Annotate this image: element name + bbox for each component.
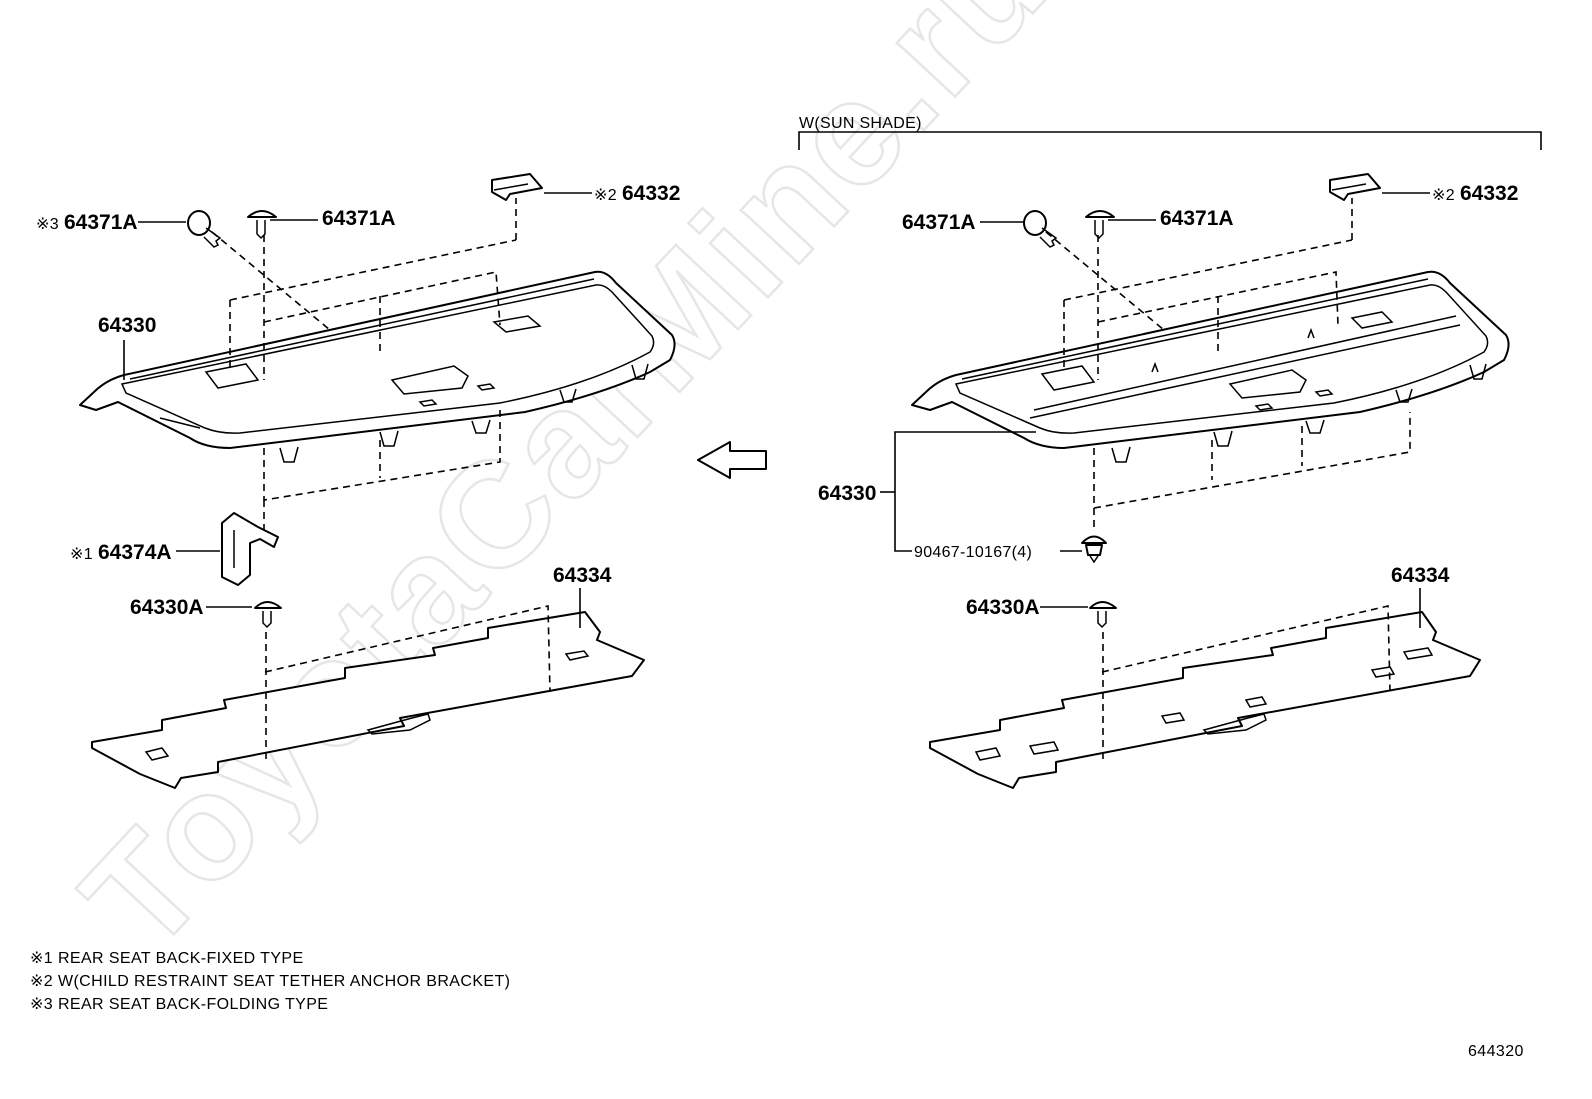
right-label-64371A-clip: 64371A — [1160, 207, 1234, 230]
left-mark-64374A: ※1 — [70, 546, 93, 563]
left-hinge-bracket-64374A — [221, 512, 279, 586]
right-label-90467-10167: 90467-10167(4) — [914, 544, 1032, 561]
left-label-64374A: 64374A — [98, 541, 172, 564]
footnotes: ※1 REAR SEAT BACK-FIXED TYPE ※2 W(CHILD … — [30, 950, 510, 1013]
right-screw-64371A — [1023, 210, 1058, 248]
right-label-64330A: 64330A — [966, 596, 1040, 619]
watermark: ToyotaCarMine.ru — [49, 0, 1080, 983]
right-mark-64332: ※2 — [1432, 187, 1455, 204]
left-label-64332: 64332 — [622, 182, 680, 205]
right-label-64334: 64334 — [1391, 564, 1450, 587]
right-label-64371A-screw: 64371A — [902, 211, 976, 234]
left-clip-64330A — [254, 601, 282, 629]
left-label-64330: 64330 — [98, 314, 156, 337]
watermark-text: ToyotaCarMine.ru — [51, 0, 1080, 982]
left-clip-64371A — [247, 210, 277, 240]
right-label-64332: 64332 — [1460, 182, 1518, 205]
left-label-64334: 64334 — [553, 564, 612, 587]
left-label-64371A-clip: 64371A — [322, 207, 396, 230]
footnote-1: ※1 REAR SEAT BACK-FIXED TYPE — [30, 950, 304, 967]
left-label-64330A: 64330A — [130, 596, 204, 619]
left-mark-64332: ※2 — [594, 187, 617, 204]
right-tether-bracket-64332 — [1329, 173, 1381, 201]
right-package-tray-panel — [911, 270, 1510, 463]
footnote-2: ※2 W(CHILD RESTRAINT SEAT TETHER ANCHOR … — [30, 973, 510, 990]
variant-bracket — [798, 131, 1542, 150]
figure-number: 644320 — [1468, 1043, 1524, 1060]
right-clip-64330A — [1089, 601, 1117, 629]
right-assembly: W(SUN SHADE) — [798, 115, 1542, 789]
left-assembly: ※3 64371A 64371A ※2 64332 64330 ※1 64374… — [36, 173, 680, 789]
right-cover-mat-64334 — [929, 604, 1481, 789]
left-screw-64371A — [187, 210, 222, 248]
right-clip-64371A — [1085, 210, 1115, 240]
left-label-64371A-screw: 64371A — [64, 211, 138, 234]
footnote-3: ※3 REAR SEAT BACK-FOLDING TYPE — [30, 996, 328, 1013]
left-cover-mat-64334 — [91, 604, 645, 789]
variant-header: W(SUN SHADE) — [799, 115, 922, 132]
right-label-64330: 64330 — [818, 482, 876, 505]
right-clip-90467-10167 — [1081, 535, 1107, 564]
left-package-tray-panel — [79, 270, 676, 463]
left-tether-bracket-64332 — [491, 173, 543, 201]
direction-arrow-icon — [697, 441, 767, 479]
left-mark-64371A: ※3 — [36, 216, 59, 233]
